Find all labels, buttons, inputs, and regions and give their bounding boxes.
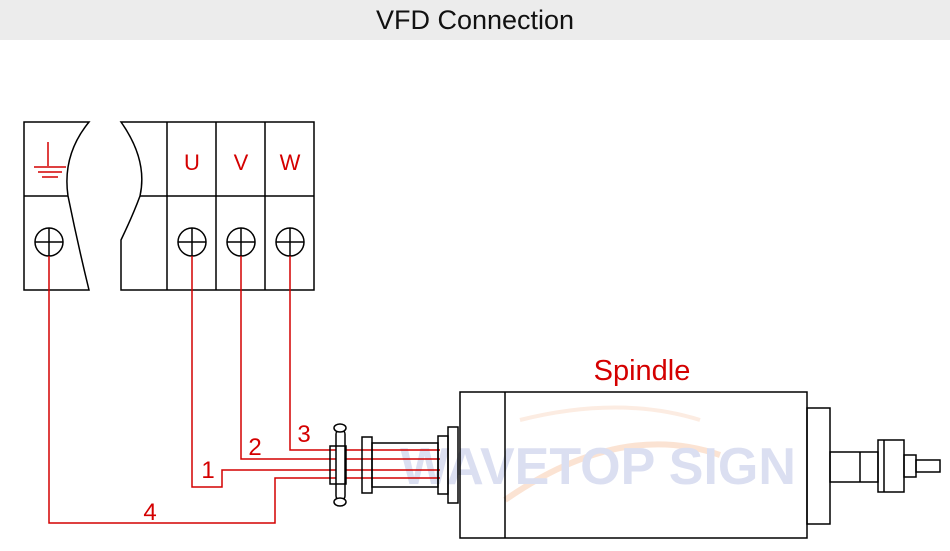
spindle-label: Spindle: [594, 355, 691, 387]
terminal-label-w: W: [280, 150, 301, 175]
wires: [48, 256, 440, 524]
terminal-label-u: U: [184, 150, 200, 175]
ground-icon: [34, 142, 66, 178]
ground-screw: [34, 227, 64, 257]
spindle-body: [459, 391, 941, 539]
uvw-terminal-block: [119, 121, 315, 291]
wire-label-4: 4: [143, 499, 156, 526]
terminal-label-v: V: [234, 150, 249, 175]
terminal-screw-u: [177, 227, 207, 257]
page-title: VFD Connection: [0, 0, 950, 40]
wire-label-2: 2: [248, 434, 261, 461]
terminal-screw-w: [275, 227, 305, 257]
wire-label-1: 1: [201, 457, 214, 484]
wire-4-ground: [48, 256, 440, 524]
wire-label-3: 3: [297, 421, 310, 448]
terminal-screw-v: [226, 227, 256, 257]
watermark-logo: WAVETOP SIGN: [400, 405, 796, 503]
ground-terminal-block: [23, 121, 91, 291]
page-title-text: VFD Connection: [375, 4, 575, 35]
wire-2-v: [240, 256, 440, 460]
svg-text:WAVETOP SIGN: WAVETOP SIGN: [400, 438, 796, 496]
spindle-connector: [329, 423, 459, 507]
wire-1-u: [191, 256, 440, 488]
wire-3-w: [289, 256, 440, 451]
